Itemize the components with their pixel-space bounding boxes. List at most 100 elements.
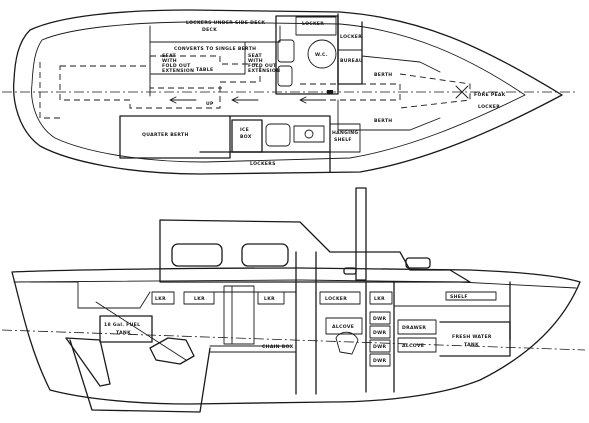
stove bbox=[265, 123, 291, 147]
label-locker-fp: LOCKER bbox=[478, 104, 500, 110]
head-sink-box bbox=[277, 65, 293, 87]
label-berth-lower: BERTH bbox=[374, 118, 392, 124]
label-chain: CHAIN BOX bbox=[262, 344, 294, 350]
drawer-large-1 bbox=[397, 319, 437, 335]
plan-deck-line bbox=[31, 21, 526, 163]
label-hanging: HANGING bbox=[332, 130, 358, 136]
label-fresh-water: FRESH WATER bbox=[452, 334, 492, 340]
quarter-berth bbox=[119, 115, 231, 159]
locker-strip bbox=[199, 151, 331, 173]
lkr-box-4 bbox=[369, 291, 393, 305]
salon-sole bbox=[209, 345, 297, 353]
plan-view: LOCKERS UNDER SIDE DECK DECK CONVERTS TO… bbox=[2, 9, 578, 175]
label-seat-b1: SEAT bbox=[248, 53, 263, 59]
label-shelf: SHELF bbox=[334, 137, 352, 143]
label-dwr-2: DWR bbox=[373, 330, 386, 336]
window-small bbox=[343, 267, 357, 275]
head-bulkhead bbox=[365, 281, 395, 393]
label-fuel-1: 18 Gal. FUEL bbox=[104, 322, 140, 328]
locker-box bbox=[319, 291, 361, 305]
up-arrow-1 bbox=[169, 96, 197, 104]
label-lockers-under-side-deck: LOCKERS UNDER SIDE DECK bbox=[186, 20, 265, 26]
settee-box bbox=[149, 41, 246, 97]
label-dwr-3: DWR bbox=[373, 344, 386, 350]
label-lkr-2: LKR bbox=[194, 296, 205, 302]
waterline bbox=[1, 329, 586, 351]
lkr-box-1 bbox=[151, 291, 175, 305]
shelf-box bbox=[445, 291, 497, 301]
head-upper-locker bbox=[295, 16, 337, 36]
label-box: BOX bbox=[240, 134, 252, 140]
up-arrow-2 bbox=[231, 96, 259, 104]
vberth-outline bbox=[399, 73, 471, 109]
profile-hull bbox=[11, 267, 581, 405]
label-dwr-1: DWR bbox=[373, 316, 386, 322]
keel bbox=[69, 339, 211, 413]
sink bbox=[293, 125, 325, 143]
label-seat-b2: WITH bbox=[248, 58, 263, 64]
label-seat-a2: WITH bbox=[162, 58, 177, 64]
head-compartment bbox=[275, 15, 339, 95]
label-seat-b4: EXTENSION bbox=[248, 68, 280, 74]
label-locker: LOCKER bbox=[325, 296, 347, 302]
head-fixture bbox=[335, 331, 359, 355]
label-lkr-3: LKR bbox=[264, 296, 275, 302]
lkr-box-3 bbox=[257, 291, 285, 305]
label-table: TABLE bbox=[196, 67, 213, 73]
engine bbox=[149, 337, 195, 365]
mast bbox=[355, 187, 367, 281]
drawer-3 bbox=[369, 339, 391, 353]
label-deck-fragment: DECK bbox=[202, 27, 217, 33]
vberth-lower-line bbox=[337, 99, 441, 131]
window-fwd bbox=[405, 257, 431, 269]
salon-sole-outline bbox=[59, 55, 261, 109]
drawer-large-2 bbox=[397, 337, 437, 353]
label-wc: W.C. bbox=[315, 52, 328, 58]
label-dwr-4: DWR bbox=[373, 358, 386, 364]
label-lockers-bottom: LOCKERS bbox=[250, 161, 276, 167]
label-seat-b3: FOLD OUT bbox=[248, 63, 277, 69]
label-tank: TANK bbox=[464, 342, 479, 348]
settee-front bbox=[209, 291, 297, 331]
shaft bbox=[95, 301, 187, 361]
companionway bbox=[223, 285, 255, 345]
lkr-box-2 bbox=[183, 291, 215, 305]
label-shelf: SHELF bbox=[450, 294, 468, 300]
aft-locker bbox=[29, 281, 151, 309]
galley-counter bbox=[229, 115, 331, 153]
head-door-mark bbox=[327, 90, 333, 94]
window-mid bbox=[241, 243, 289, 267]
label-lkr-4: LKR bbox=[374, 296, 385, 302]
main-bulkhead bbox=[295, 251, 317, 395]
label-fore-peak: FORE PEAK bbox=[474, 92, 506, 98]
cabin-trunk bbox=[159, 219, 471, 283]
label-locker-right: LOCKER bbox=[340, 34, 362, 40]
label-fuel-2: TANK bbox=[116, 330, 131, 336]
profile-view: LKR LKR LKR LOCKER LKR SHELF 18 Gal. FUE… bbox=[1, 187, 586, 413]
label-head-locker: LOCKER bbox=[302, 21, 324, 27]
label-ice: ICE bbox=[240, 127, 249, 133]
head-locker-box bbox=[277, 39, 295, 63]
label-quarter-berth: QUARTER BERTH bbox=[142, 132, 189, 138]
label-drawer-2: ALCOVE bbox=[402, 343, 424, 349]
hanging-shelf bbox=[329, 123, 361, 153]
wc-bowl bbox=[307, 39, 337, 69]
label-seat-a4: EXTENSION bbox=[162, 68, 194, 74]
window-aft bbox=[171, 243, 223, 267]
sink-drain bbox=[304, 129, 314, 139]
deck-line bbox=[13, 279, 577, 289]
water-tank bbox=[439, 321, 511, 357]
rudder bbox=[65, 337, 111, 387]
fore-peak-mark bbox=[455, 85, 469, 99]
label-lkr-1: LKR bbox=[155, 296, 166, 302]
top-locker-line bbox=[149, 25, 281, 43]
alcove-box bbox=[325, 317, 363, 335]
vberth-upper-line bbox=[361, 55, 441, 73]
label-drawer-1: DRAWER bbox=[402, 325, 426, 331]
label-converts-berth: CONVERTS TO SINGLE BERTH bbox=[174, 46, 256, 52]
label-up: UP bbox=[206, 101, 214, 107]
fuel-tank bbox=[99, 315, 153, 343]
label-alcove: ALCOVE bbox=[332, 324, 354, 330]
